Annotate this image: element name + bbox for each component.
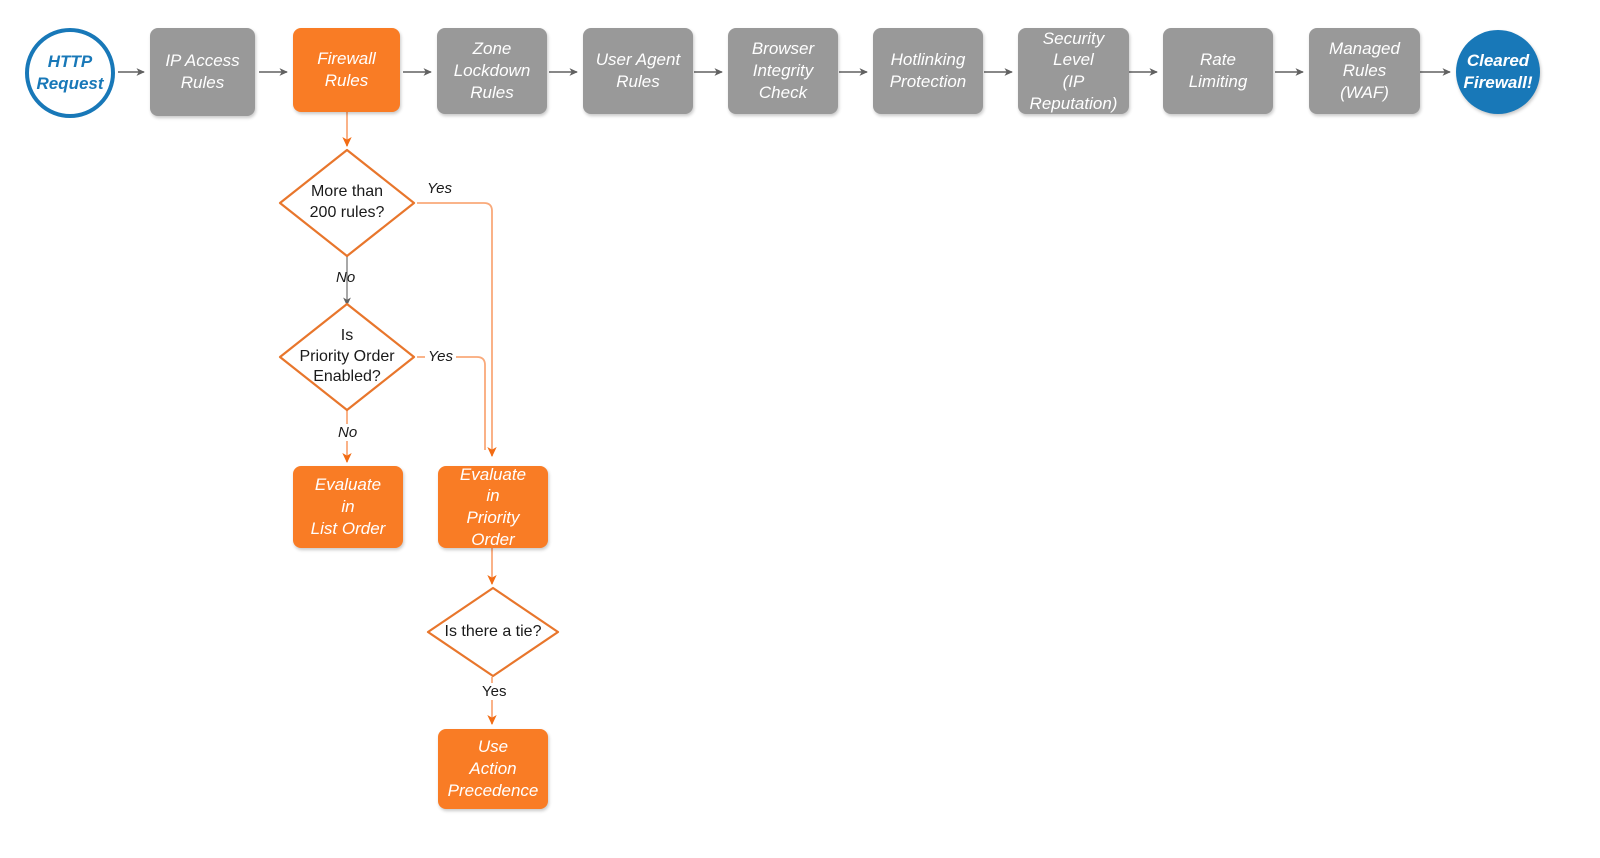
node-label: User Agent Rules: [595, 50, 681, 91]
decision-label: More than 200 rules?: [309, 183, 385, 221]
node-evaluate-priority-order[interactable]: Evaluate in Priority Order: [438, 464, 548, 549]
node-label: Rate Limiting: [1188, 50, 1248, 91]
node-managed-rules-waf[interactable]: Managed Rules (WAF): [1309, 28, 1420, 114]
diamond-shape: [426, 586, 560, 678]
node-zone-lockdown-rules[interactable]: Zone Lockdown Rules: [437, 28, 547, 114]
diamond-shape: [278, 148, 416, 258]
decision-is-there-a-tie[interactable]: Is there a tie?: [425, 585, 561, 679]
node-cleared-firewall[interactable]: Cleared Firewall!: [1456, 30, 1540, 114]
diamond-shape: [278, 302, 416, 412]
node-label: Cleared Firewall!: [1463, 51, 1533, 92]
node-label: IP Access Rules: [165, 51, 240, 92]
node-label: Browser Integrity Check: [751, 39, 815, 102]
node-ip-access-rules[interactable]: IP Access Rules: [150, 28, 255, 116]
node-label: Evaluate in Priority Order: [459, 464, 527, 549]
node-label: Managed Rules (WAF): [1329, 39, 1400, 102]
node-security-level[interactable]: Security Level (IP Reputation): [1018, 28, 1129, 114]
decision-label: Is Priority Order Enabled?: [299, 326, 395, 386]
node-evaluate-list-order[interactable]: Evaluate in List Order: [293, 466, 403, 548]
node-hotlinking-protection[interactable]: Hotlinking Protection: [873, 28, 983, 114]
node-http-request[interactable]: HTTP Request: [25, 28, 115, 118]
edge-label-priority-order-yes: Yes: [425, 348, 457, 365]
node-label: Use Action Precedence: [447, 737, 539, 800]
node-firewall-rules[interactable]: Firewall Rules: [293, 28, 400, 112]
node-label: Security Level (IP Reputation): [1029, 28, 1118, 113]
node-label: Firewall Rules: [317, 49, 376, 90]
edge-label-priority-order-no: No: [336, 424, 360, 441]
decision-label: Is there a tie?: [444, 622, 542, 640]
node-label: Hotlinking Protection: [889, 50, 967, 91]
decision-priority-order-enabled[interactable]: Is Priority Order Enabled?: [277, 301, 417, 413]
node-user-agent-rules[interactable]: User Agent Rules: [583, 28, 693, 114]
edge-label-more-than-200-yes: Yes: [427, 180, 453, 197]
node-browser-integrity-check[interactable]: Browser Integrity Check: [728, 28, 838, 114]
edge-label-more-than-200-no: No: [336, 269, 356, 286]
node-label: HTTP Request: [36, 52, 104, 93]
node-use-action-precedence[interactable]: Use Action Precedence: [438, 729, 548, 809]
edge-label-tie-yes: Yes: [480, 683, 509, 700]
node-label: Evaluate in List Order: [310, 475, 386, 538]
node-rate-limiting[interactable]: Rate Limiting: [1163, 28, 1273, 114]
decision-more-than-200-rules[interactable]: More than 200 rules?: [277, 147, 417, 259]
node-label: Zone Lockdown Rules: [453, 39, 531, 102]
